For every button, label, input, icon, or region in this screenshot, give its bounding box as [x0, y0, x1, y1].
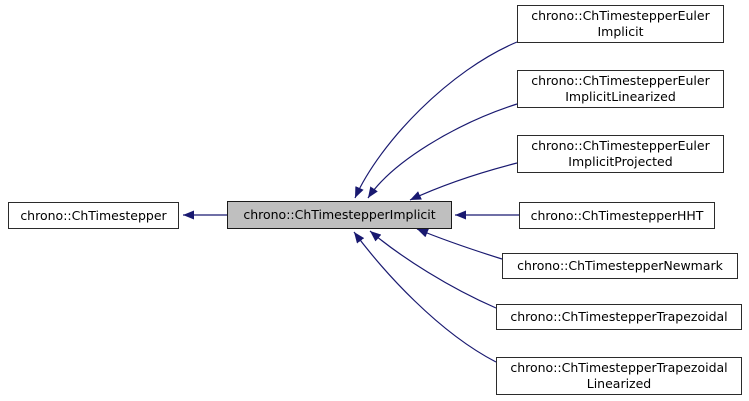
edge-trapezoidal-to-implicit [369, 230, 497, 309]
edge-trapezoidal-linearized-to-implicit [353, 231, 497, 363]
edge-euler-implicit-projected-to-implicit [409, 162, 518, 201]
node-chtimestepper-trapezoidal-linearized[interactable]: chrono::ChTimestepperTrapezoidal Lineari… [496, 357, 742, 395]
node-chtimestepper-euler-implicit-projected[interactable]: chrono::ChTimestepperEuler ImplicitProje… [517, 135, 724, 173]
edge-newmark-to-implicit [416, 228, 503, 260]
node-chtimestepper-trapezoidal[interactable]: chrono::ChTimestepperTrapezoidal [496, 304, 742, 330]
node-chtimestepper-hht[interactable]: chrono::ChTimestepperHHT [519, 202, 715, 229]
edge-euler-implicit-to-implicit [354, 41, 518, 199]
node-chtimestepper-implicit: chrono::ChTimestepperImplicit [227, 201, 452, 229]
node-chtimestepper[interactable]: chrono::ChTimestepper [8, 202, 179, 229]
node-chtimestepper-euler-implicit-linearized[interactable]: chrono::ChTimestepperEuler ImplicitLinea… [517, 70, 724, 108]
node-chtimestepper-euler-implicit[interactable]: chrono::ChTimestepperEuler Implicit [517, 5, 724, 43]
edge-euler-implicit-linearized-to-implicit [367, 103, 518, 199]
node-chtimestepper-newmark[interactable]: chrono::ChTimestepperNewmark [502, 253, 738, 279]
